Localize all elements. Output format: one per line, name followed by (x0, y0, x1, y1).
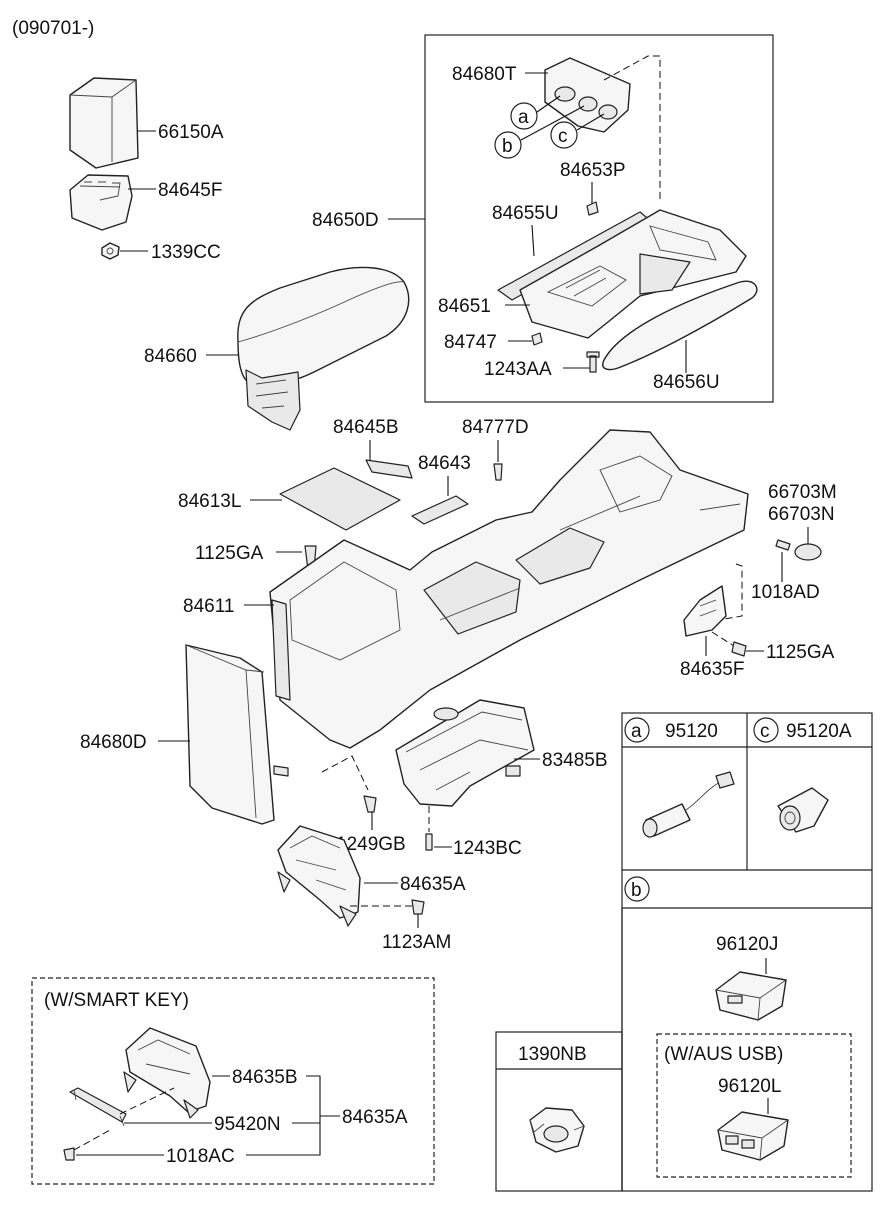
label-1123AM: 1123AM (382, 932, 451, 953)
part-66703-cap-illustration (794, 543, 822, 561)
part-1243AA-screw-illustration (586, 351, 600, 373)
part-1339CC-illustration (101, 242, 120, 260)
label-1125GA-lower: 1125GA (766, 642, 835, 663)
label-1243BC: 1243BC (453, 838, 522, 859)
label-84645F: 84645F (158, 180, 222, 201)
callout-b-circle (494, 131, 522, 159)
part-84645F-illustration (69, 174, 133, 231)
label-84635F: 84635F (680, 659, 744, 680)
label-84656U: 84656U (653, 372, 720, 393)
label-66703M: 66703M (768, 482, 837, 503)
part-84656U-side-garnish-illustration (602, 280, 758, 371)
label-84777D: 84777D (462, 417, 529, 438)
label-84635B: 84635B (232, 1067, 298, 1088)
callout-c-letter: c (558, 126, 568, 147)
part-84680T-bezel-illustration (544, 57, 631, 133)
table-callout-a-letter: a (631, 721, 642, 742)
usb-variant-title: (W/AUS USB) (664, 1044, 783, 1065)
part-84777D-screw-illustration (493, 463, 503, 481)
part-84680D-rear-cover-illustration (185, 644, 289, 825)
part-95420N-antenna-illustration (69, 1087, 127, 1127)
label-1018AD: 1018AD (751, 582, 820, 603)
label-1249GB: 1249GB (336, 834, 406, 855)
table-callout-c-circle (753, 717, 779, 743)
part-83485B-storage-bin-illustration (395, 699, 535, 807)
callout-b-letter: b (502, 136, 513, 157)
part-84635A-bracket-illustration (277, 825, 361, 927)
part-84651-upper-console-illustration (519, 209, 747, 339)
label-66703N: 66703N (768, 504, 835, 525)
part-84613L-mat-illustration (279, 467, 401, 531)
label-84747: 84747 (444, 332, 497, 353)
part-1018AC-screw-illustration (63, 1147, 75, 1161)
label-95420N: 95420N (214, 1114, 281, 1135)
part-1390NB-clip-illustration (529, 1107, 585, 1153)
part-1123AM-screw-illustration (411, 899, 425, 915)
label-84680T: 84680T (452, 64, 517, 85)
part-95120A-power-outlet-illustration (777, 787, 829, 833)
label-84655U: 84655U (492, 203, 559, 224)
detail-table (621, 712, 873, 1192)
label-84660: 84660 (144, 346, 197, 367)
part-96120L-usb-jack-illustration (717, 1098, 789, 1161)
clip-1390NB-box (495, 1031, 623, 1192)
part-84611-console-body-illustration (269, 429, 749, 749)
callout-a-letter: a (518, 107, 529, 128)
label-66150A: 66150A (158, 122, 224, 143)
callout-c-circle (550, 121, 578, 149)
table-callout-b-circle (624, 876, 650, 902)
table-part-96120L: 96120L (718, 1076, 781, 1097)
part-84747-clip-illustration (531, 332, 543, 346)
smart-key-group-box (31, 977, 435, 1185)
table-callout-b-letter: b (631, 880, 642, 901)
label-84645B: 84645B (333, 417, 399, 438)
part-1249GB-screw-illustration (363, 795, 377, 813)
part-84635F-bracket-illustration (683, 585, 727, 637)
part-84645B-bracket-illustration (365, 459, 413, 479)
table-callout-a-circle (624, 717, 650, 743)
label-84650D: 84650D (312, 210, 379, 231)
label-84635A-smart-key: 84635A (342, 1107, 408, 1128)
table-part-96120J: 96120J (716, 934, 778, 955)
serial-range: (090701-) (12, 18, 94, 39)
part-84653P-clip-illustration (586, 201, 599, 216)
label-84643: 84643 (418, 453, 471, 474)
part-84660-armrest-illustration (237, 266, 410, 431)
part-95120-power-outlet-illustration (642, 771, 735, 838)
label-84680D: 84680D (80, 732, 147, 753)
table-part-95120A: 95120A (786, 721, 852, 742)
label-84653P: 84653P (560, 160, 626, 181)
smart-key-title: (W/SMART KEY) (44, 990, 189, 1011)
part-1018AD-screw-illustration (775, 539, 791, 551)
label-84635A: 84635A (400, 874, 466, 895)
table-part-95120: 95120 (665, 721, 718, 742)
part-66150A-illustration (69, 77, 139, 169)
callout-a-circle (510, 102, 538, 130)
label-84611: 84611 (183, 596, 234, 617)
label-1243AA: 1243AA (484, 359, 552, 380)
label-1125GA-upper: 1125GA (195, 543, 264, 564)
label-1339CC: 1339CC (151, 242, 221, 263)
table-part-1390NB: 1390NB (518, 1044, 587, 1065)
part-96120J-aux-jack-illustration (715, 958, 787, 1021)
label-84651: 84651 (438, 296, 491, 317)
part-1243BC-screw-illustration (425, 833, 433, 851)
part-84643-cover-illustration (411, 495, 469, 525)
label-83485B: 83485B (542, 750, 608, 771)
usb-variant-box (656, 1033, 852, 1178)
part-1125GA-lower-screw-illustration (731, 641, 747, 657)
label-84613L: 84613L (178, 491, 241, 512)
table-callout-c-letter: c (760, 721, 770, 742)
label-1018AC: 1018AC (166, 1146, 235, 1167)
part-84635B-bracket-illustration (123, 1027, 211, 1119)
